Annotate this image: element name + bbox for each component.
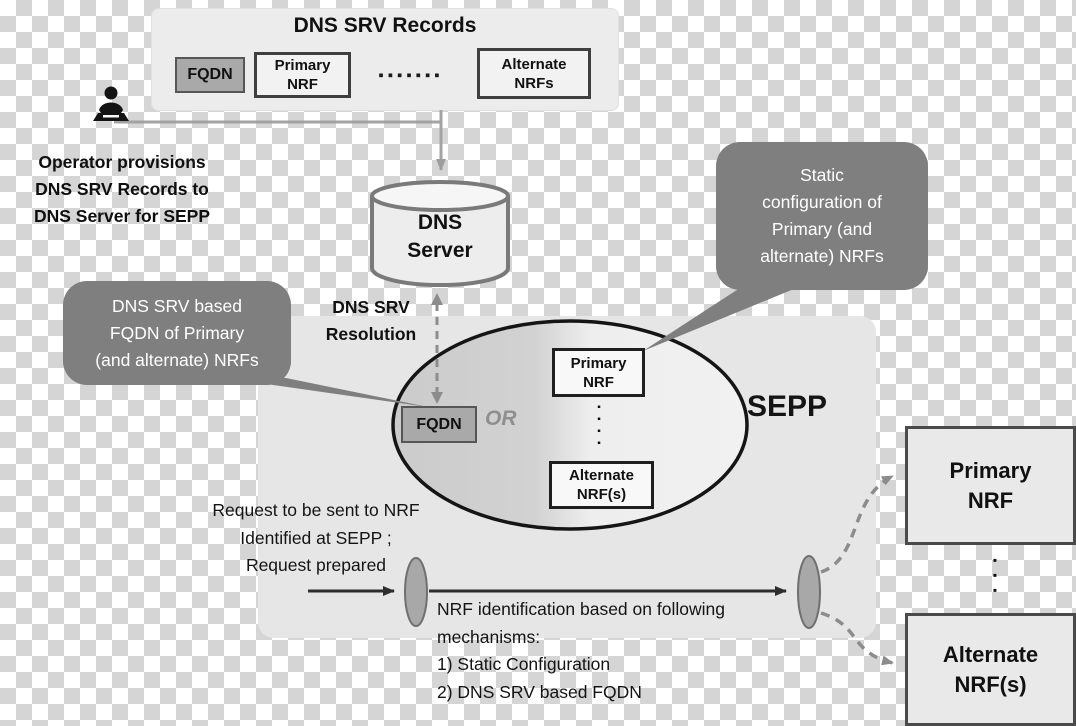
dns-srv-records-title: DNS SRV Records: [293, 14, 477, 37]
alternate-nrfs-record-box: Alternate NRFs: [477, 48, 591, 99]
dns-server-label: DNS Server: [407, 211, 473, 262]
operator-icon: [86, 86, 136, 124]
mechanisms-note: NRF identification based on following me…: [437, 599, 725, 702]
alternate-nrf-target-box: Alternate NRF(s): [905, 613, 1076, 726]
primary-nrf-target-box: Primary NRF: [905, 426, 1076, 545]
static-config-callout: Static configuration of Primary (and alt…: [716, 142, 928, 290]
fqdn-box: FQDN: [401, 406, 477, 443]
sepp-title: SEPP: [747, 390, 828, 423]
dns-srv-callout: DNS SRV based FQDN of Primary (and alter…: [63, 281, 291, 385]
resolution-arrowhead-up: [431, 293, 443, 305]
alternate-nrf-box: Alternate NRF(s): [549, 461, 654, 509]
primary-nrf-record-box: Primary NRF: [254, 52, 351, 98]
ellipsis-dots: ▪▪▪▪▪▪▪: [378, 66, 444, 84]
or-label: OR: [485, 407, 517, 430]
dns-server-icon: DNS Server: [367, 177, 513, 289]
fqdn-record-box: FQDN: [175, 57, 245, 93]
right-vertical-ellipsis: ▪ ▪ ▪: [992, 553, 998, 597]
dns-srv-resolution-label: DNS SRV Resolution: [325, 297, 417, 344]
request-note: Request to be sent to NRF Identified at …: [212, 500, 420, 575]
vertical-ellipsis: ▪ ▪ ▪ ▪: [597, 402, 601, 449]
primary-nrf-box: Primary NRF: [552, 348, 645, 397]
operator-caption: Operator provisions DNS SRV Records to D…: [33, 152, 211, 226]
